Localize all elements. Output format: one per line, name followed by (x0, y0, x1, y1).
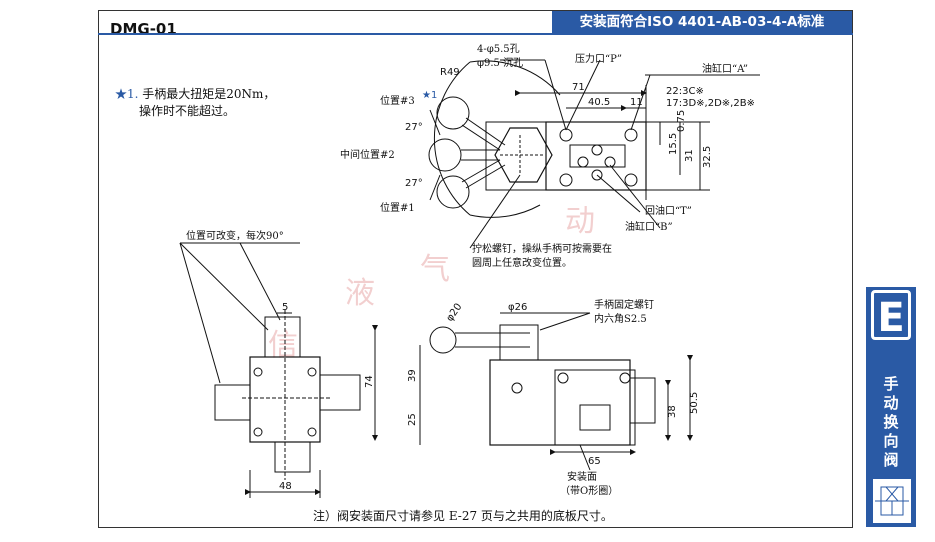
label-screw-line1: 手柄固定螺钉 (594, 298, 654, 311)
dim-0-75: 0.75 (676, 110, 687, 132)
label-hole1: 4-φ5.5孔 (477, 43, 520, 55)
section-title-char: 手 (883, 375, 899, 393)
label-position-change: 位置可改变，每次90° (186, 229, 284, 242)
dim-25: 25 (407, 413, 418, 426)
label-pos3: 位置#3 (380, 94, 415, 107)
loosen-note-line2: 圆周上任意改变位置。 (472, 256, 572, 269)
label-port-a: 油缸口“A” (702, 62, 748, 75)
loosen-note-line1: 拧松螺钉，操纵手柄可按需要在 (472, 242, 612, 255)
dim-17: 17:3D※,2D※,2B※ (666, 98, 755, 109)
label-mount-line1: 安装面 (567, 470, 597, 483)
dim-71: 71 (572, 82, 585, 93)
dim-31: 31 (684, 149, 695, 162)
torque-note: ★1. 手柄最大扭矩是20Nm， 操作时不能超过。 (115, 86, 275, 120)
dim-39: 39 (407, 369, 418, 382)
dim-38: 38 (667, 405, 678, 418)
dim-65: 65 (588, 456, 601, 467)
standard-banner: 安装面符合ISO 4401-AB-03-4-A标准 (552, 11, 852, 33)
label-mount-line2: （带O形圈） (560, 485, 618, 497)
dim-40-5: 40.5 (588, 97, 610, 108)
section-title: 手 动 换 向 阀 (878, 375, 904, 470)
star-marker: ★1. (115, 87, 139, 101)
top-view (428, 59, 760, 249)
watermark-char: 动 (565, 204, 595, 239)
section-letter: E (871, 290, 911, 341)
dim-32-5: 32.5 (702, 146, 713, 168)
dim-22: 22:3C※ (666, 86, 704, 97)
section-title-char: 动 (883, 394, 899, 412)
label-hole2: φ9.5 沉孔 (477, 56, 523, 69)
dim-5: 5 (282, 302, 288, 313)
dim-74: 74 (364, 375, 375, 388)
label-angle-b: 27° (405, 178, 423, 189)
label-port-t: 回油口“T” (645, 204, 692, 217)
torque-note-line1: 手柄最大扭矩是20Nm， (142, 87, 276, 101)
watermark-char: 气 (420, 252, 450, 287)
left-view (179, 242, 378, 498)
right-view (419, 312, 693, 471)
label-pos1: 位置#1 (380, 201, 415, 214)
torque-note-line2: 操作时不能超过。 (139, 104, 236, 118)
dim-dia26: φ26 (508, 302, 527, 313)
watermark-char: 液 (345, 276, 375, 311)
dim-15-5: 15.5 (668, 133, 679, 155)
footnote: 注）阀安装面尺寸请参见 E-27 页与之共用的底板尺寸。 (313, 509, 613, 523)
dim-48: 48 (279, 481, 292, 492)
dim-11: 11 (630, 97, 643, 108)
section-title-char: 阀 (883, 451, 899, 469)
banner-rule (98, 33, 853, 35)
label-angle-a: 27° (405, 122, 423, 133)
label-screw-line2: 内六角S2.5 (594, 312, 647, 325)
label-r49: R49 (440, 67, 460, 78)
dim-50-5: 50.5 (689, 392, 700, 414)
valve-symbol-icon (872, 478, 912, 524)
dim-dia20: φ20 (444, 302, 464, 324)
label-port-b: 油缸口“B” (625, 220, 673, 233)
section-title-char: 向 (883, 432, 899, 450)
page-frame (98, 10, 853, 528)
label-star1: ★1 (422, 90, 437, 101)
label-port-p: 压力口“P” (575, 52, 622, 65)
section-title-char: 换 (883, 413, 899, 431)
label-pos2: 中间位置#2 (340, 148, 395, 161)
